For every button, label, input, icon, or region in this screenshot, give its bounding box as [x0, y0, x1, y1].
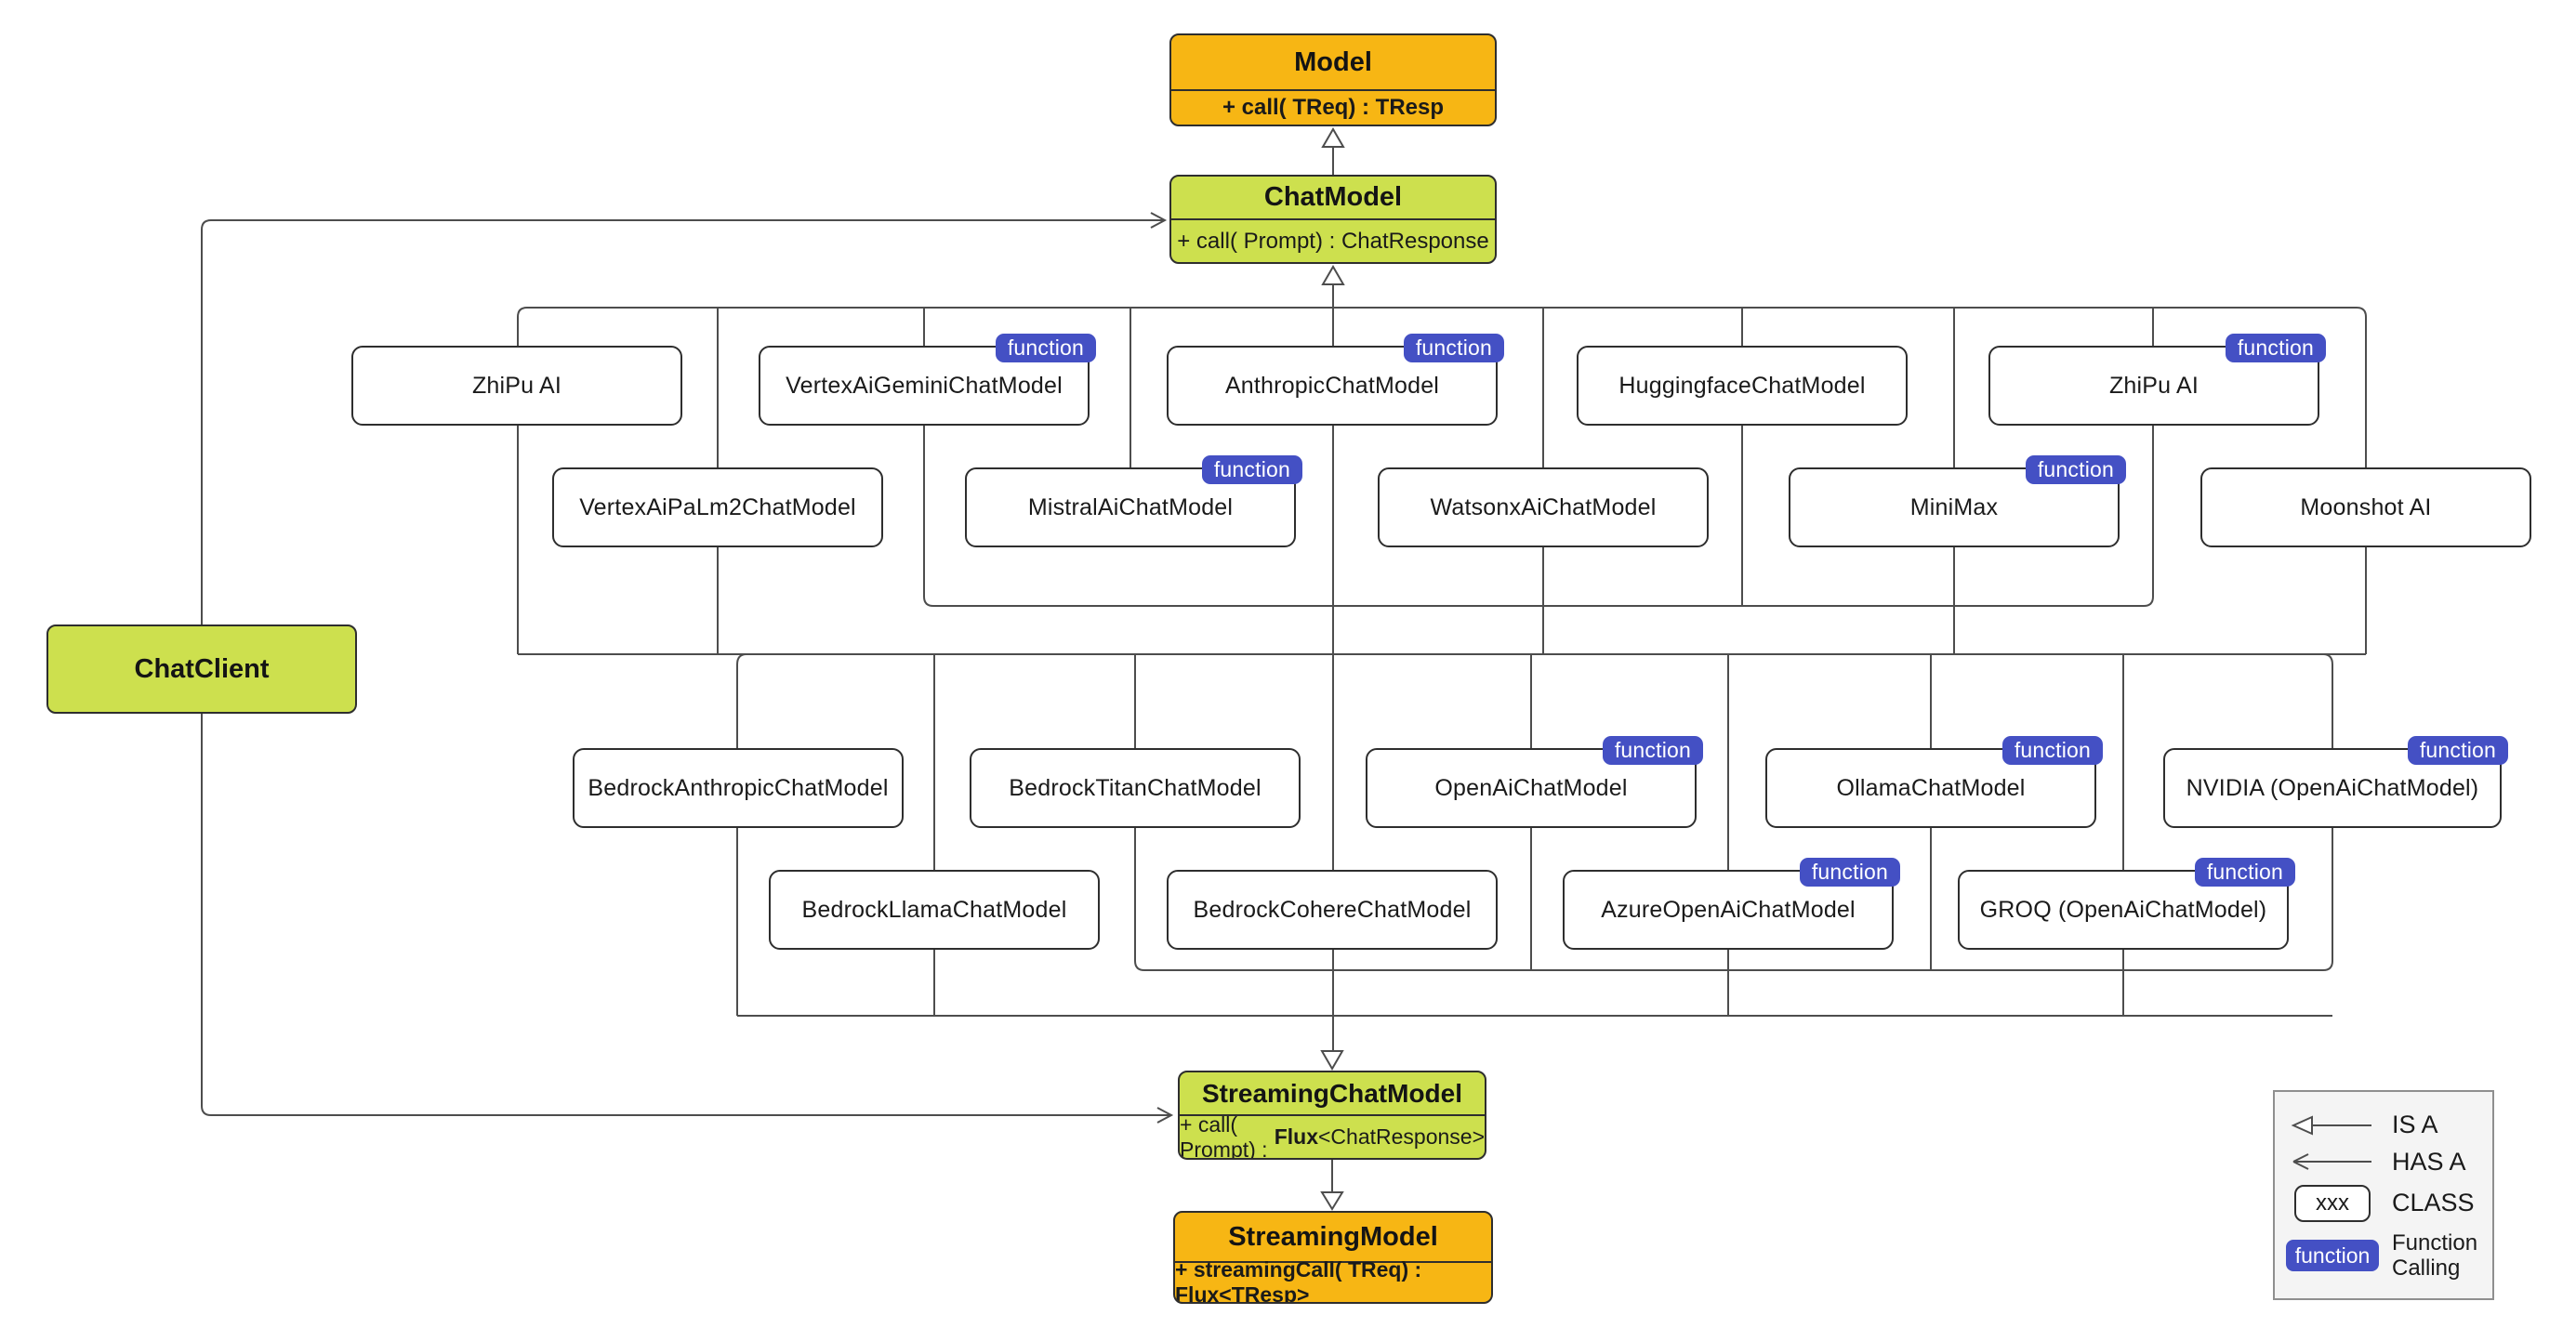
node-label: NVIDIA (OpenAiChatModel) [2186, 774, 2479, 801]
legend-class-label: CLASS [2392, 1189, 2475, 1217]
node-label: BedrockCohereChatModel [1193, 896, 1472, 923]
node-zhipu-ai-1: ZhiPu AI [351, 346, 682, 426]
node-bedrock-cohere-chatmodel: BedrockCohereChatModel [1167, 870, 1498, 950]
arrowhead-chatmodel [1150, 212, 1168, 229]
node-label: AnthropicChatModel [1224, 372, 1440, 399]
class-model-title: Model [1171, 35, 1495, 91]
upper-mid-bus [923, 426, 2154, 607]
node-label: MistralAiChatModel [1027, 493, 1234, 520]
legend-function-label: Function Calling [2392, 1229, 2478, 1282]
legend-has-a-label: HAS A [2392, 1147, 2466, 1176]
triangle-into-streamingchatmodel [1320, 1050, 1344, 1071]
function-badge: function [2025, 455, 2126, 484]
function-badge: function [2001, 736, 2103, 765]
triangle-into-model [1321, 127, 1345, 148]
class-sample-label: xxx [2294, 1184, 2371, 1222]
node-nvidia-openai-chatmodel: NVIDIA (OpenAiChatModel) function [2163, 736, 2508, 828]
arrowhead-streamingchatmodel [1156, 1107, 1174, 1124]
node-groq-openai-chatmodel: GROQ (OpenAiChatModel) function [1958, 858, 2295, 950]
node-label: MiniMax [1909, 493, 1999, 520]
is-a-arrowheads [1320, 127, 1345, 1211]
node-label: AzureOpenAiChatModel [1601, 896, 1856, 923]
upper-group-frame [517, 307, 2367, 654]
triangle-into-chatmodel [1321, 265, 1345, 285]
class-streamingchatmodel-title: StreamingChatModel [1180, 1072, 1485, 1116]
node-bedrock-llama-chatmodel: BedrockLlamaChatModel [769, 870, 1100, 950]
lower-group-frame [736, 653, 2333, 748]
class-streamingchatmodel: StreamingChatModel + call( Prompt) : Flu… [1178, 1071, 1486, 1160]
class-streamingmodel: StreamingModel + streamingCall( TReq) : … [1173, 1211, 1493, 1304]
is-a-arrow-icon [2290, 1114, 2375, 1137]
legend-row-function: function Function Calling [2285, 1229, 2478, 1282]
function-badge: function [1799, 858, 1900, 887]
node-label: WatsonxAiChatModel [1430, 493, 1657, 520]
legend-row-is-a: IS A [2290, 1111, 2477, 1139]
function-badge: function [2194, 858, 2295, 887]
node-label: HuggingfaceChatModel [1618, 372, 1866, 399]
class-streamingchatmodel-method: + call( Prompt) : Flux<ChatResponse> [1180, 1111, 1485, 1160]
class-streamingmodel-title: StreamingModel [1175, 1213, 1491, 1263]
node-label: GROQ (OpenAiChatModel) [1979, 896, 2267, 923]
node-label: BedrockAnthropicChatModel [588, 774, 889, 801]
legend-is-a-label: IS A [2392, 1111, 2438, 1138]
function-badge-label: function [2285, 1240, 2380, 1272]
class-chatclient-title: ChatClient [134, 653, 270, 684]
node-label: ZhiPu AI [471, 372, 562, 399]
node-label: VertexAiGeminiChatModel [786, 372, 1063, 399]
node-vertexai-palm2-chatmodel: VertexAiPaLm2ChatModel [552, 467, 883, 547]
class-chatmodel: ChatModel + call( Prompt) : ChatResponse [1169, 175, 1497, 264]
is-a-connectors [517, 147, 2367, 1192]
function-badge: function [1403, 334, 1504, 362]
node-azure-openai-chatmodel: AzureOpenAiChatModel function [1563, 858, 1900, 950]
edge-chatclient-streamingchatmodel [201, 714, 1170, 1116]
triangle-into-streamingmodel [1320, 1191, 1344, 1211]
node-minimax: MiniMax function [1789, 455, 2126, 547]
lower-mid-bus [1134, 828, 2333, 971]
node-huggingface-chatmodel: HuggingfaceChatModel [1577, 346, 1908, 426]
legend-row-class: xxx CLASS [2290, 1184, 2477, 1222]
node-label: BedrockLlamaChatModel [801, 896, 1067, 923]
function-badge: function [2225, 334, 2326, 362]
node-label: OpenAiChatModel [1434, 774, 1628, 801]
node-mistralai-chatmodel: MistralAiChatModel function [965, 455, 1302, 547]
node-anthropic-chatmodel: AnthropicChatModel function [1167, 334, 1504, 426]
function-badge: function [1201, 455, 1302, 484]
class-model-method: + call( TReq) : TResp [1222, 95, 1445, 120]
function-badge: function [2407, 736, 2508, 765]
node-openai-chatmodel: OpenAiChatModel function [1366, 736, 1703, 828]
legend-row-has-a: HAS A [2290, 1148, 2477, 1177]
class-streamingmodel-method: + streamingCall( TReq) : Flux<TResp> [1175, 1257, 1422, 1304]
node-vertexai-gemini-chatmodel: VertexAiGeminiChatModel function [759, 334, 1096, 426]
node-label: Moonshot AI [2300, 493, 2432, 520]
class-chatclient: ChatClient [46, 624, 357, 714]
legend: IS A HAS A xxx CLASS function Function C… [2273, 1090, 2494, 1300]
node-bedrock-anthropic-chatmodel: BedrockAnthropicChatModel [573, 748, 904, 828]
node-label: BedrockTitanChatModel [1009, 774, 1262, 801]
node-watsonxai-chatmodel: WatsonxAiChatModel [1378, 467, 1709, 547]
node-label: OllamaChatModel [1836, 774, 2026, 801]
node-label: VertexAiPaLm2ChatModel [579, 493, 856, 520]
function-badge: function [1602, 736, 1703, 765]
class-model: Model + call( TReq) : TResp [1169, 33, 1497, 126]
function-badge: function [995, 334, 1096, 362]
node-label: ZhiPu AI [2108, 372, 2200, 399]
class-sample-box: xxx [2290, 1184, 2375, 1222]
has-a-connectors [201, 212, 1174, 1124]
function-badge-sample: function [2285, 1240, 2380, 1272]
edge-chatclient-chatmodel [201, 219, 1164, 624]
has-a-arrow-icon [2290, 1150, 2375, 1173]
node-zhipu-ai-2: ZhiPu AI function [1988, 334, 2326, 426]
node-ollama-chatmodel: OllamaChatModel function [1765, 736, 2103, 828]
node-bedrock-titan-chatmodel: BedrockTitanChatModel [970, 748, 1301, 828]
node-moonshot-ai: Moonshot AI [2200, 467, 2531, 547]
class-chatmodel-title: ChatModel [1171, 177, 1495, 220]
class-chatmodel-method: + call( Prompt) : ChatResponse [1177, 228, 1489, 254]
